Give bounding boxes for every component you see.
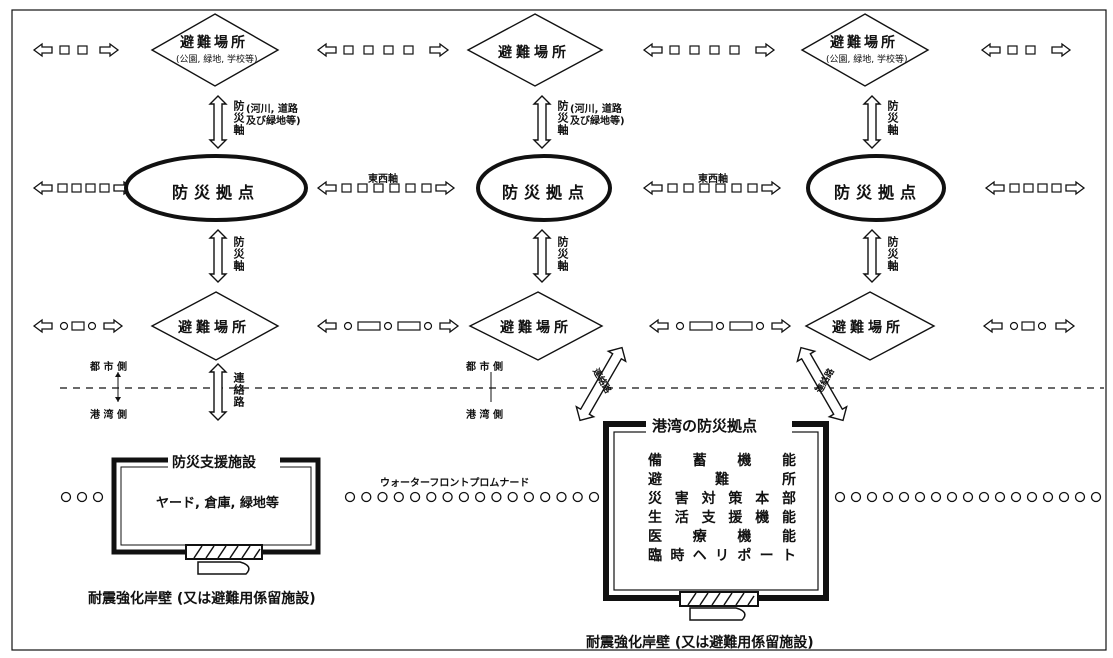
quay-left-caption: 耐震強化岸壁 (又は避難用係留施設) — [88, 588, 316, 608]
promenade-dot — [932, 493, 941, 502]
port-hub-function-list: 備 蓄 機 能避 難 所災害対策本部生活支援機能医 療 機 能臨時ヘリポート — [648, 452, 798, 566]
promenade-label: ウォーターフロントプロムナード — [380, 474, 529, 489]
shelter-top-left-sub: (公園, 緑地, 学校等) — [176, 52, 257, 65]
mid-left-link — [34, 182, 132, 194]
hub-left-label: 防災拠点 — [172, 179, 260, 203]
promenade-dot — [78, 493, 87, 502]
shelter-bottom-mid-title: 避難場所 — [500, 317, 572, 337]
support-facility-title: 防災支援施設 — [172, 452, 256, 472]
promenade-dot — [524, 493, 533, 502]
port-hub-function-item: 避 難 所 — [648, 471, 798, 490]
port-hub-title: 港湾の防災拠点 — [652, 415, 757, 436]
axis-label-top-right: 防災軸 — [884, 100, 900, 136]
promenade-dot — [411, 493, 420, 502]
ship-left — [198, 562, 249, 574]
bottom-right-link — [984, 320, 1074, 332]
axis-label-top-left: 防災軸 — [230, 100, 246, 136]
promenade-dot — [980, 493, 989, 502]
promenade-dot — [900, 493, 909, 502]
axis-label-mid-right: 防災軸 — [884, 236, 900, 272]
promenade-dot — [378, 493, 387, 502]
axis-label-top-mid: 防災軸 — [554, 100, 570, 136]
promenade-dot — [427, 493, 436, 502]
promenade-dot — [868, 493, 877, 502]
port-hub-function-item: 医 療 機 能 — [648, 528, 798, 547]
top-right-link — [982, 44, 1070, 56]
east-west-label-right: 東西軸 — [698, 170, 728, 185]
port-side-mid: 港 湾 側 — [466, 406, 503, 421]
top-mid-left-link — [318, 44, 448, 56]
promenade-dot — [492, 493, 501, 502]
bottom-mid-right-link — [650, 320, 790, 332]
promenade-dot — [508, 493, 517, 502]
bottom-left-link — [34, 320, 122, 332]
promenade-dot — [852, 493, 861, 502]
hub-mid-label: 防災拠点 — [502, 179, 590, 203]
promenade-dot — [948, 493, 957, 502]
promenade-dot — [836, 493, 845, 502]
promenade-dot — [62, 493, 71, 502]
axis-arrow-mid-left — [210, 230, 226, 282]
promenade-dot — [362, 493, 371, 502]
port-hub-function-item: 生活支援機能 — [648, 509, 798, 528]
shelter-top-left-title: 避難場所 — [180, 32, 248, 52]
axis-label-mid-mid: 防災軸 — [554, 236, 570, 272]
connection-label-left: 連絡路 — [230, 372, 246, 408]
shelter-bottom-left-title: 避難場所 — [178, 317, 250, 337]
east-west-label-left: 東西軸 — [368, 170, 398, 185]
promenade-dot — [573, 493, 582, 502]
city-side-mid: 都 市 側 — [466, 358, 503, 373]
promenade-dot — [884, 493, 893, 502]
axis-arrow-top-mid — [534, 96, 550, 148]
hub-right-label: 防災拠点 — [834, 179, 922, 203]
promenade-dot — [964, 493, 973, 502]
promenade-dot — [1076, 493, 1085, 502]
promenade-dot — [557, 493, 566, 502]
quay-right-caption: 耐震強化岸壁 (又は避難用係留施設) — [586, 632, 814, 652]
promenade-dot — [1060, 493, 1069, 502]
promenade-dot — [476, 493, 485, 502]
ship-right — [690, 608, 745, 620]
promenade-dot — [916, 493, 925, 502]
promenade-dot — [94, 493, 103, 502]
bottom-mid-left-link — [318, 320, 458, 332]
axis-arrow-top-right — [864, 96, 880, 148]
promenade-dot — [1092, 493, 1101, 502]
support-facility-content: ヤード, 倉庫, 緑地等 — [156, 492, 279, 511]
axis-arrow-mid-right — [864, 230, 880, 282]
shelter-bottom-right-title: 避難場所 — [832, 317, 904, 337]
mid-right-link — [986, 182, 1084, 194]
axis-label-mid-left: 防災軸 — [230, 236, 246, 272]
axis-note-mid: (河川, 道路 及び緑地等) — [570, 104, 634, 128]
axis-arrow-top-left — [210, 96, 226, 148]
promenade-dot — [590, 493, 599, 502]
city-side-left: 都 市 側 — [90, 358, 127, 373]
promenade-dot — [541, 493, 550, 502]
connection-arrow-left — [210, 364, 226, 420]
promenade-dot — [996, 493, 1005, 502]
promenade-dot — [1044, 493, 1053, 502]
axis-note-left: (河川, 道路 及び緑地等) — [246, 104, 310, 128]
port-side-left: 港 湾 側 — [90, 406, 127, 421]
shelter-top-mid-title: 避難場所 — [498, 42, 570, 62]
promenade-dot — [346, 493, 355, 502]
port-hub-function-item: 備 蓄 機 能 — [648, 452, 798, 471]
port-hub-function-item: 臨時ヘリポート — [648, 547, 798, 566]
promenade-dot — [394, 493, 403, 502]
shelter-top-right-title: 避難場所 — [830, 32, 898, 52]
promenade-dot — [459, 493, 468, 502]
top-left-link — [34, 44, 118, 56]
shelter-top-right-sub: (公園, 緑地, 学校等) — [826, 52, 907, 65]
top-mid-right-link — [644, 44, 774, 56]
promenade-dot — [443, 493, 452, 502]
promenade-dot — [1012, 493, 1021, 502]
promenade-dot — [1028, 493, 1037, 502]
port-hub-function-item: 災害対策本部 — [648, 490, 798, 509]
axis-arrow-mid-mid — [534, 230, 550, 282]
